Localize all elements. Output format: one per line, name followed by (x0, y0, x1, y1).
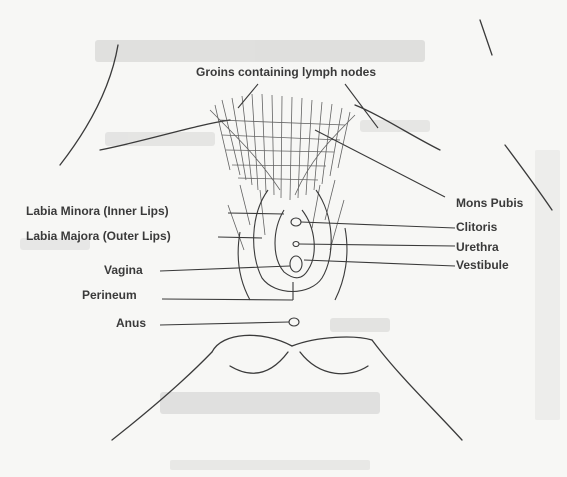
label-vestibule: Vestibule (456, 258, 509, 272)
right-top-tick (480, 20, 492, 55)
fold-right (335, 228, 347, 300)
labia-majora-leader (218, 237, 262, 238)
gluteal-left (230, 352, 288, 373)
label-mons-pubis: Mons Pubis (456, 196, 523, 210)
smudge (105, 132, 215, 146)
mons-pubis-leader (315, 130, 445, 197)
smudge (95, 40, 425, 62)
urethra-shape (293, 242, 299, 247)
label-labia-majora: Labia Majora (Outer Lips) (26, 229, 171, 243)
labia-minora-leader (228, 213, 284, 214)
label-perineum: Perineum (82, 288, 137, 302)
label-labia-minora: Labia Minora (Inner Lips) (26, 204, 169, 218)
clitoris-leader (301, 222, 455, 228)
label-groins: Groins containing lymph nodes (196, 65, 376, 79)
background-smudges (20, 40, 560, 470)
right-buttock (292, 337, 372, 346)
groins-leader-left (238, 84, 258, 108)
labia-majora-outline (254, 190, 332, 292)
pubic-hair-region (210, 94, 355, 250)
fold-left (238, 232, 250, 300)
vagina-leader (160, 266, 290, 271)
anus-leader (160, 322, 289, 325)
anus-shape (289, 318, 299, 326)
perineum-leader (162, 299, 293, 300)
lower-right-thigh (372, 340, 462, 440)
urethra-leader (299, 244, 455, 246)
gluteal-right (300, 352, 368, 374)
clitoris-shape (291, 218, 301, 226)
inner-anatomy (238, 190, 347, 326)
vestibule-leader (304, 260, 455, 266)
smudge (160, 392, 380, 414)
left-buttock (212, 335, 292, 352)
label-vagina: Vagina (104, 263, 143, 277)
left-thigh-upper-line (60, 45, 118, 165)
smudge (170, 460, 370, 470)
label-urethra: Urethra (456, 240, 499, 254)
vagina-shape (290, 256, 302, 272)
smudge (330, 318, 390, 332)
label-clitoris: Clitoris (456, 220, 497, 234)
label-anus: Anus (116, 316, 146, 330)
